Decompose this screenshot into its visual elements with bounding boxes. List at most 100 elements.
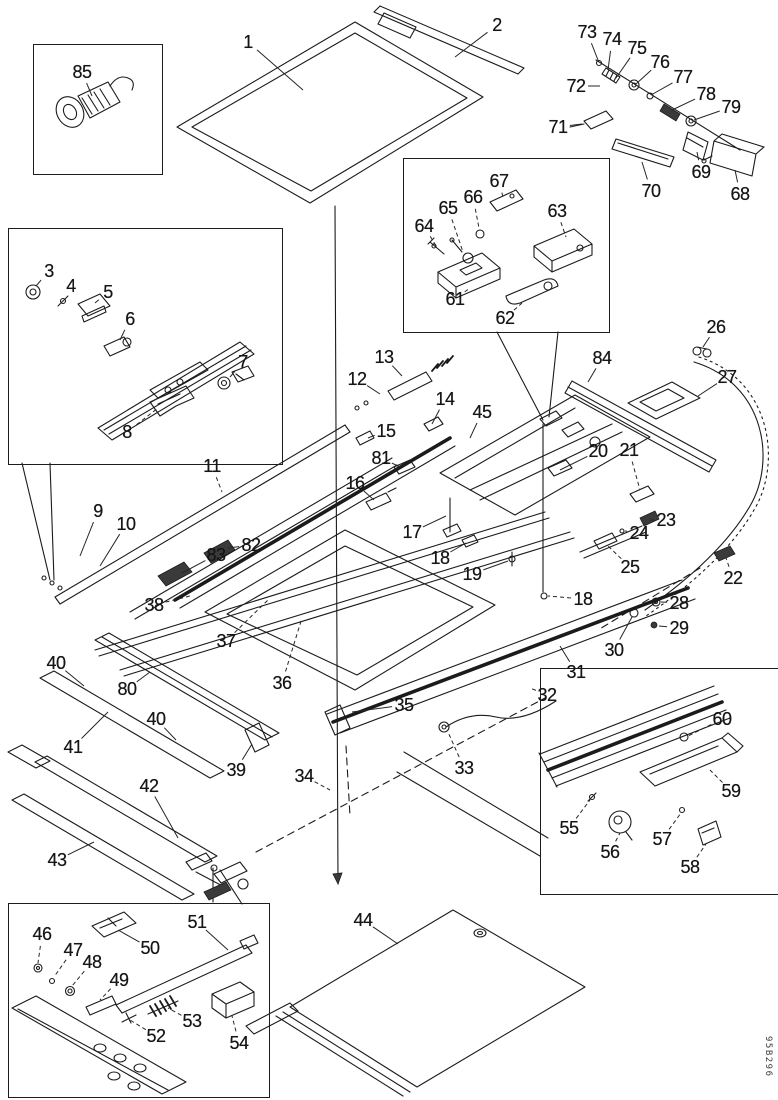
leader-line-44 <box>372 926 399 945</box>
leader-line-42 <box>154 796 179 839</box>
leader-line-43 <box>67 841 95 856</box>
leader-line-84 <box>587 368 597 383</box>
leader-line-65 <box>451 219 464 253</box>
part-callout-65: 65 <box>438 198 458 218</box>
detail-box-55-60 <box>540 668 778 895</box>
part-callout-20: 20 <box>588 441 608 461</box>
part-callout-58: 58 <box>680 857 700 877</box>
leader-line-55 <box>575 799 591 819</box>
leader-line-18 <box>450 542 467 553</box>
leader-line-41 <box>81 711 109 739</box>
part-callout-55: 55 <box>559 818 579 838</box>
leader-line-39 <box>241 743 253 761</box>
part-callout-48: 48 <box>82 952 102 972</box>
leader-line-7 <box>229 370 236 378</box>
leader-line-13 <box>391 365 403 377</box>
part-callout-53: 53 <box>182 1011 202 1031</box>
leader-line-53 <box>167 1007 182 1016</box>
leader-line-10 <box>99 533 121 567</box>
detail-46-54-drawing <box>12 912 258 1094</box>
part-callout-46: 46 <box>32 924 52 944</box>
part-callout-45: 45 <box>472 402 492 422</box>
part-callout-32: 32 <box>537 685 557 705</box>
part-callout-39: 39 <box>226 760 246 780</box>
reference-lines <box>22 206 700 904</box>
part-callout-60: 60 <box>712 709 732 729</box>
part-callout-26: 26 <box>706 317 726 337</box>
detail-box-61-67 <box>403 158 610 333</box>
part-callout-44: 44 <box>353 910 373 930</box>
part-callout-16: 16 <box>345 473 365 493</box>
leader-line-1 <box>256 49 304 91</box>
leader-line-29 <box>658 625 668 628</box>
part-callout-67: 67 <box>489 171 509 191</box>
leader-line-47 <box>53 959 67 978</box>
part-callout-74: 74 <box>602 29 622 49</box>
part-callout-40: 40 <box>146 709 166 729</box>
leader-line-56 <box>615 832 621 842</box>
leader-line-81 <box>391 462 401 468</box>
part-callout-31: 31 <box>566 662 586 682</box>
leader-line-68 <box>734 169 739 183</box>
part-callout-54: 54 <box>229 1033 249 1053</box>
leader-line-49 <box>99 988 112 1001</box>
detail-box-46-54 <box>8 903 270 1098</box>
part-callout-47: 47 <box>63 940 83 960</box>
leader-line-15 <box>367 434 375 439</box>
leader-line-46 <box>37 945 41 964</box>
leader-line-33 <box>447 731 460 758</box>
part-callout-79: 79 <box>721 97 741 117</box>
part-callout-43: 43 <box>47 850 67 870</box>
part-callout-51: 51 <box>187 912 207 932</box>
part-callout-9: 9 <box>93 501 103 521</box>
leader-line-80 <box>136 671 151 683</box>
part-callout-29: 29 <box>669 618 689 638</box>
part-callout-71: 71 <box>548 117 568 137</box>
part-callout-34: 34 <box>294 766 314 786</box>
part-callout-40: 40 <box>46 653 66 673</box>
leader-line-45 <box>469 422 478 439</box>
part-callout-69: 69 <box>691 162 711 182</box>
part-callout-57: 57 <box>652 829 672 849</box>
detail-61-67-drawing <box>428 190 592 304</box>
leader-line-16 <box>363 490 375 501</box>
part-callout-3: 3 <box>44 261 54 281</box>
part-callout-35: 35 <box>394 695 414 715</box>
leader-line-63 <box>560 222 567 238</box>
detail-55-60-drawing <box>539 686 743 845</box>
part-callout-73: 73 <box>577 22 597 42</box>
leader-line-11 <box>215 477 223 493</box>
part-callout-22: 22 <box>723 568 743 588</box>
part-callout-82: 82 <box>241 535 261 555</box>
deflector-strip-drawing <box>374 6 524 74</box>
leader-line-26 <box>702 336 710 348</box>
leader-line-74 <box>607 50 611 71</box>
leader-line-61 <box>464 287 471 293</box>
leader-line-30 <box>619 616 633 640</box>
part-callout-50: 50 <box>140 938 160 958</box>
cable-parts-drawing <box>570 60 764 176</box>
part-callout-33: 33 <box>454 758 474 778</box>
leader-line-5 <box>94 299 100 304</box>
part-callout-12: 12 <box>347 369 367 389</box>
leader-line-3 <box>35 279 42 287</box>
leader-line-27 <box>697 383 718 397</box>
leader-line-14 <box>431 409 440 425</box>
leader-line-54 <box>231 1015 237 1032</box>
leader-line-52 <box>129 1019 147 1031</box>
sunshade-rails-drawing <box>8 633 279 900</box>
leader-line-25 <box>606 544 622 560</box>
leader-line-71 <box>569 123 583 126</box>
part-callout-21: 21 <box>619 440 639 460</box>
part-callout-6: 6 <box>125 309 135 329</box>
leader-line-48 <box>71 970 85 987</box>
leader-line-35 <box>351 706 393 713</box>
sunshade-panel-drawing <box>246 910 585 1096</box>
leader-line-60 <box>687 723 712 737</box>
leader-line-64 <box>429 236 437 247</box>
part-callout-81: 81 <box>371 448 391 468</box>
part-callout-7: 7 <box>238 352 248 372</box>
part-callout-15: 15 <box>376 421 396 441</box>
